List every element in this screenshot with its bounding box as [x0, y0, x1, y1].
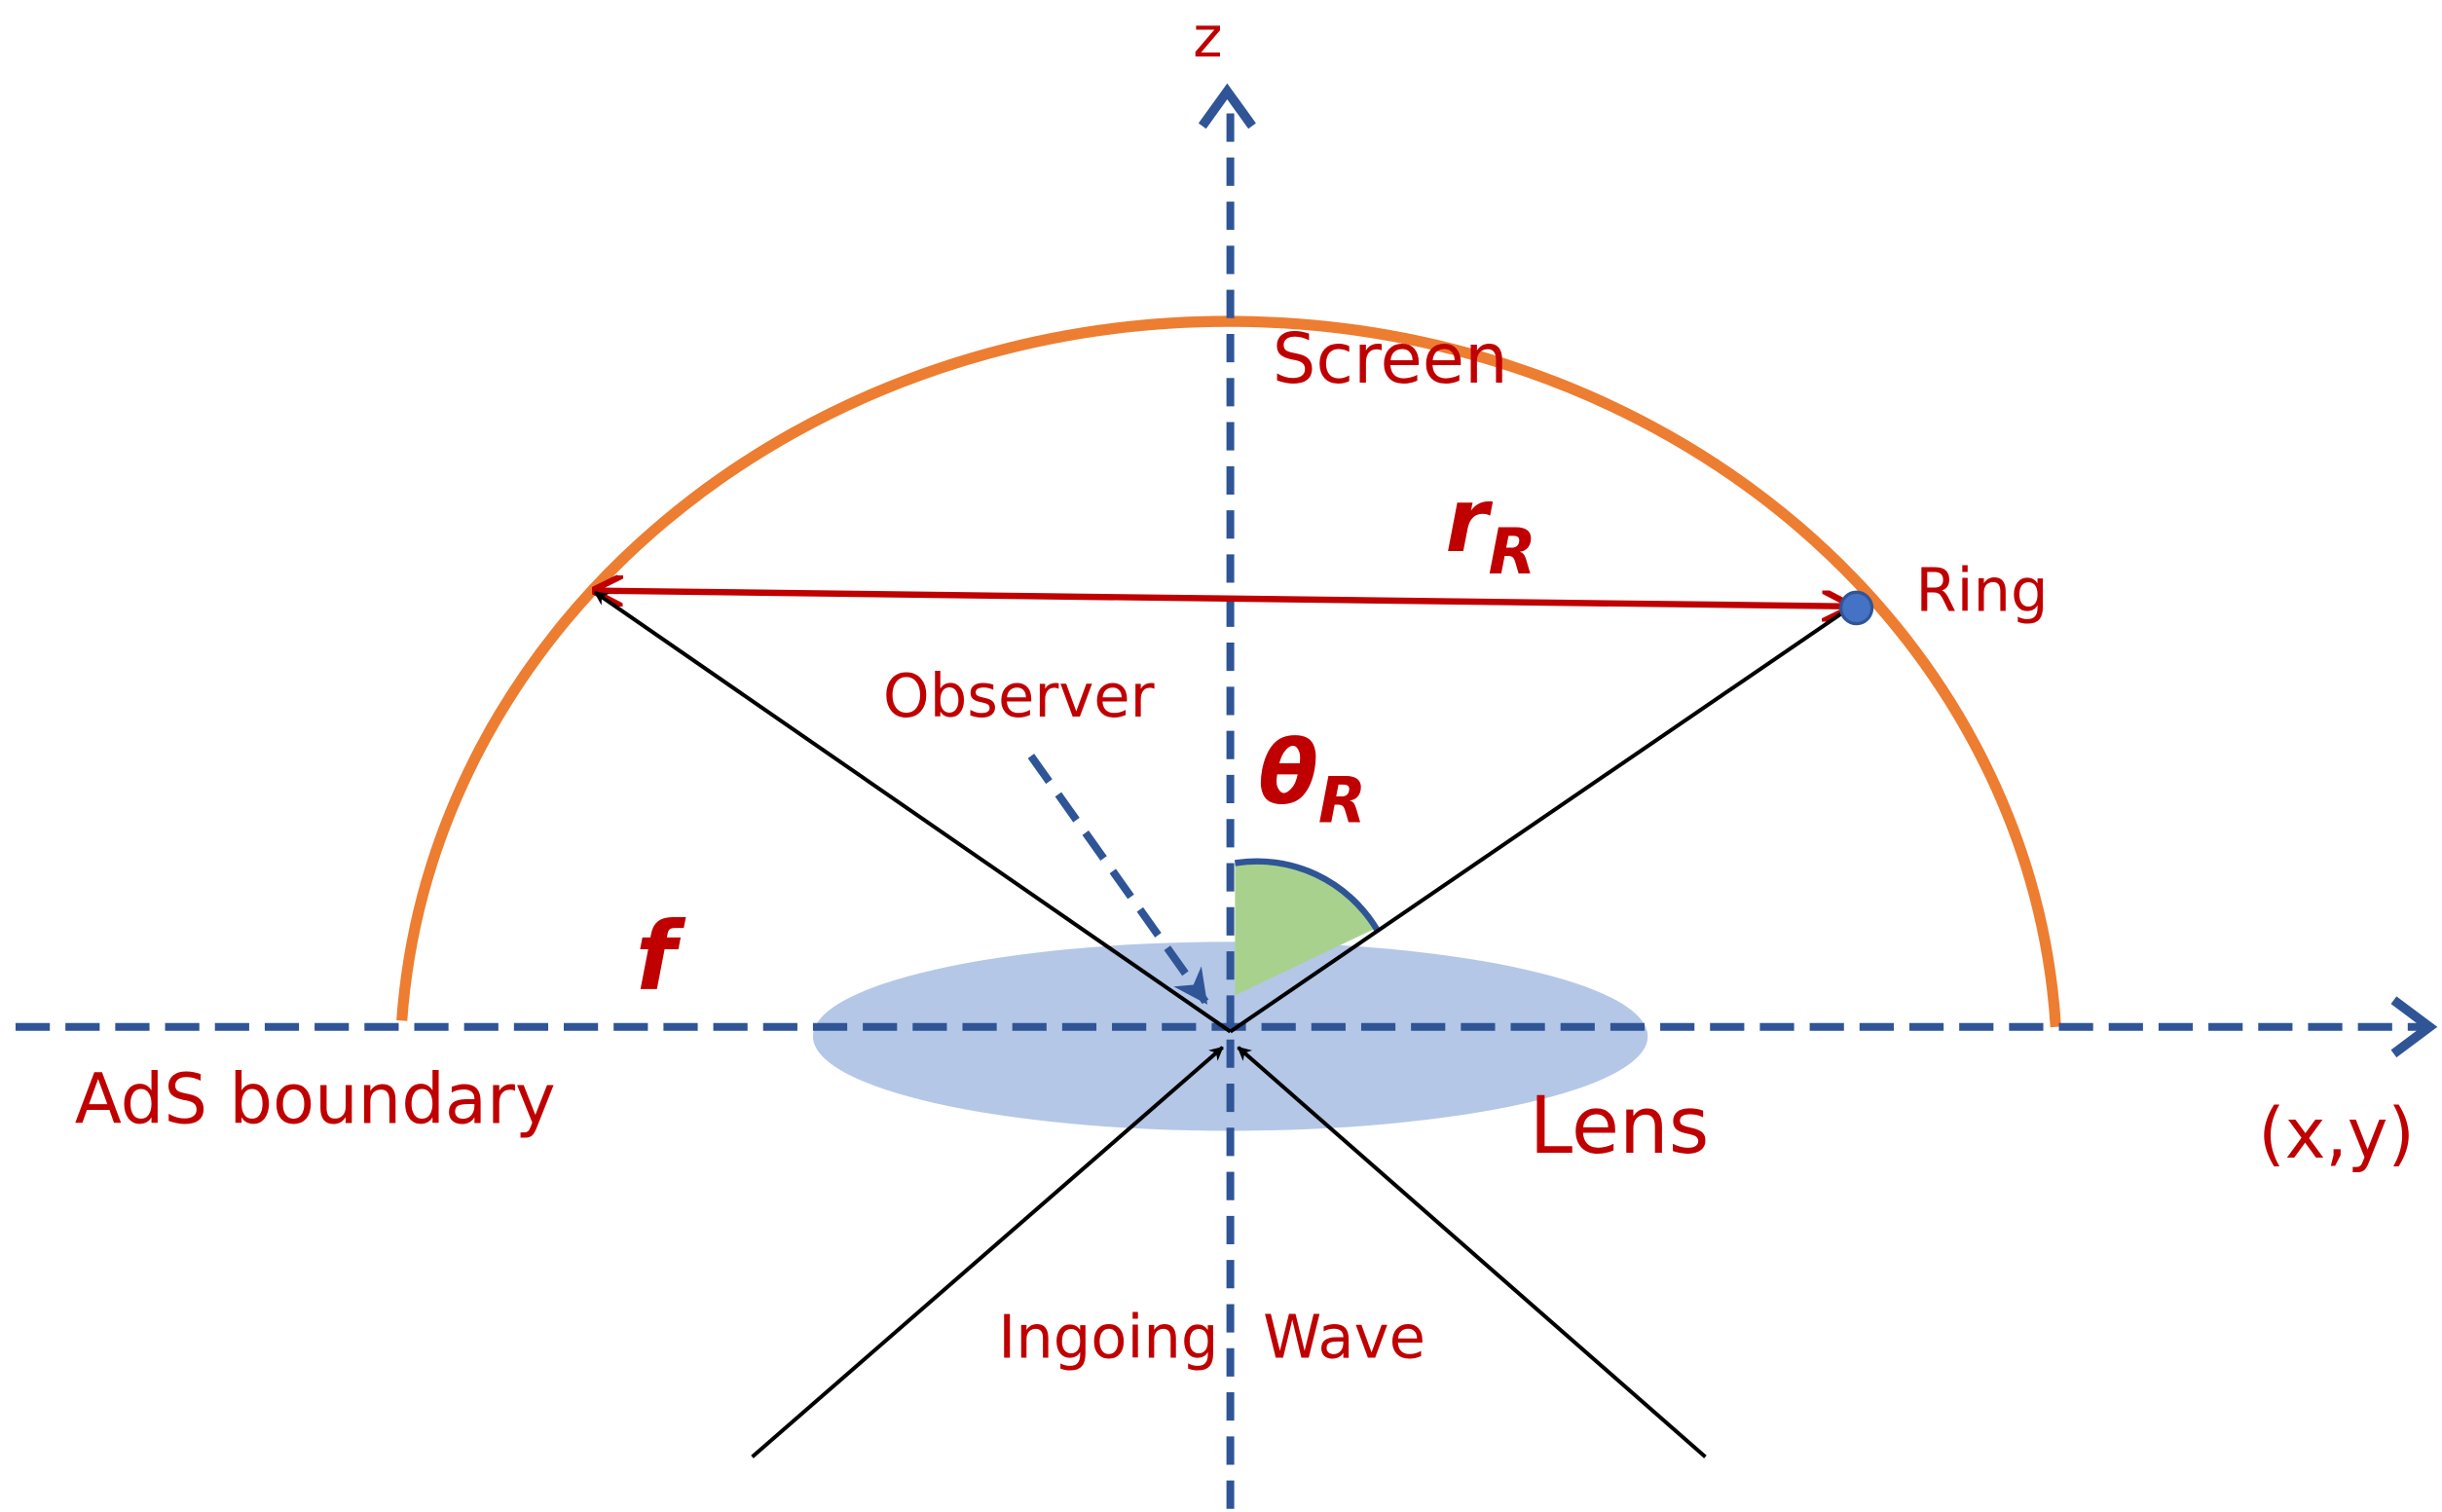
screen-label: Screen: [1273, 318, 1508, 399]
observer-label: Observer: [883, 662, 1156, 731]
z-axis-label: z: [1193, 4, 1222, 70]
observer-arrow: [1027, 754, 1209, 1005]
ring-dot: [1838, 590, 1874, 626]
ingoing-label: Ingoing: [998, 1303, 1218, 1372]
lens-ellipse: [812, 941, 1648, 1131]
angle-subscript: R: [1318, 764, 1366, 837]
focal-label: f: [636, 901, 687, 1012]
ring-radius-subscript: R: [1489, 516, 1536, 589]
ray-right-up: [1229, 595, 1868, 1034]
ingoing-ray-right: [1237, 1046, 1707, 1458]
angle-arc: [1234, 858, 1380, 932]
ring-radius-symbol: r: [1445, 470, 1494, 573]
z-axis-arrowhead: [1198, 83, 1256, 129]
xy-axis-label: (x,y): [2258, 1093, 2415, 1174]
wave-label: Wave: [1263, 1303, 1425, 1372]
ads-boundary-label: AdS boundary: [75, 1058, 556, 1139]
xy-axis-arrowhead: [2390, 996, 2438, 1058]
angle-wedge: [1235, 862, 1374, 996]
lens-label: Lens: [1530, 1080, 1710, 1172]
angle-label: θR: [1258, 722, 1366, 838]
ring-label: Ring: [1915, 556, 2048, 625]
ingoing-ray-left: [751, 1046, 1224, 1458]
ring-radius-arrow: [595, 591, 1850, 607]
screen-arc: [396, 315, 2061, 1028]
angle-symbol: θ: [1258, 722, 1318, 826]
ray-left-up: [593, 590, 1232, 1034]
ring-radius-label: rR: [1445, 470, 1536, 589]
